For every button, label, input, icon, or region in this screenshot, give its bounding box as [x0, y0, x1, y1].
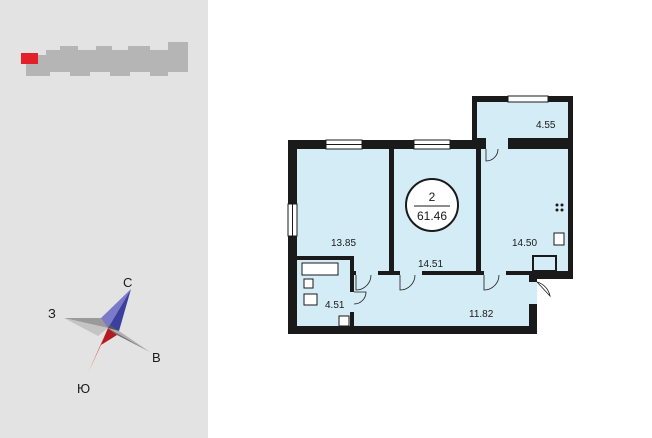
kitchen-sink: [553, 232, 565, 246]
current-section-marker: [21, 53, 38, 64]
area-bedroom-left: 13.85: [331, 238, 356, 249]
bathtub: [301, 262, 339, 276]
room-kitchen: [481, 149, 568, 275]
compass-south-label: Ю: [77, 381, 90, 396]
toilet: [338, 315, 350, 327]
area-bedroom-center: 14.51: [418, 259, 443, 270]
total-area: 61.46: [417, 209, 447, 223]
washing-machine: [303, 293, 318, 306]
building-footprint: [21, 42, 188, 76]
rooms-count: 2: [429, 190, 436, 204]
area-balcony: 4.55: [536, 120, 556, 131]
compass-rose: С В Ю З: [48, 275, 161, 396]
area-hallway: 11.82: [469, 309, 494, 320]
compass-west-label: З: [48, 306, 56, 321]
area-bathroom: 4.51: [325, 300, 345, 311]
sink: [303, 278, 314, 289]
room-hallway: [354, 275, 529, 326]
room-bedroom-left: [297, 149, 389, 275]
compass-north-label: С: [123, 275, 132, 290]
stove: [555, 203, 564, 212]
area-kitchen: 14.50: [512, 238, 537, 249]
apartment-badge: 2 61.46: [405, 178, 459, 232]
compass-east-label: В: [152, 350, 161, 365]
floor-plan: 2 61.46 13.85 14.51 14.50 4.55 4.51 11.8…: [287, 95, 573, 334]
window: [507, 95, 549, 103]
room-balcony: [476, 102, 569, 138]
